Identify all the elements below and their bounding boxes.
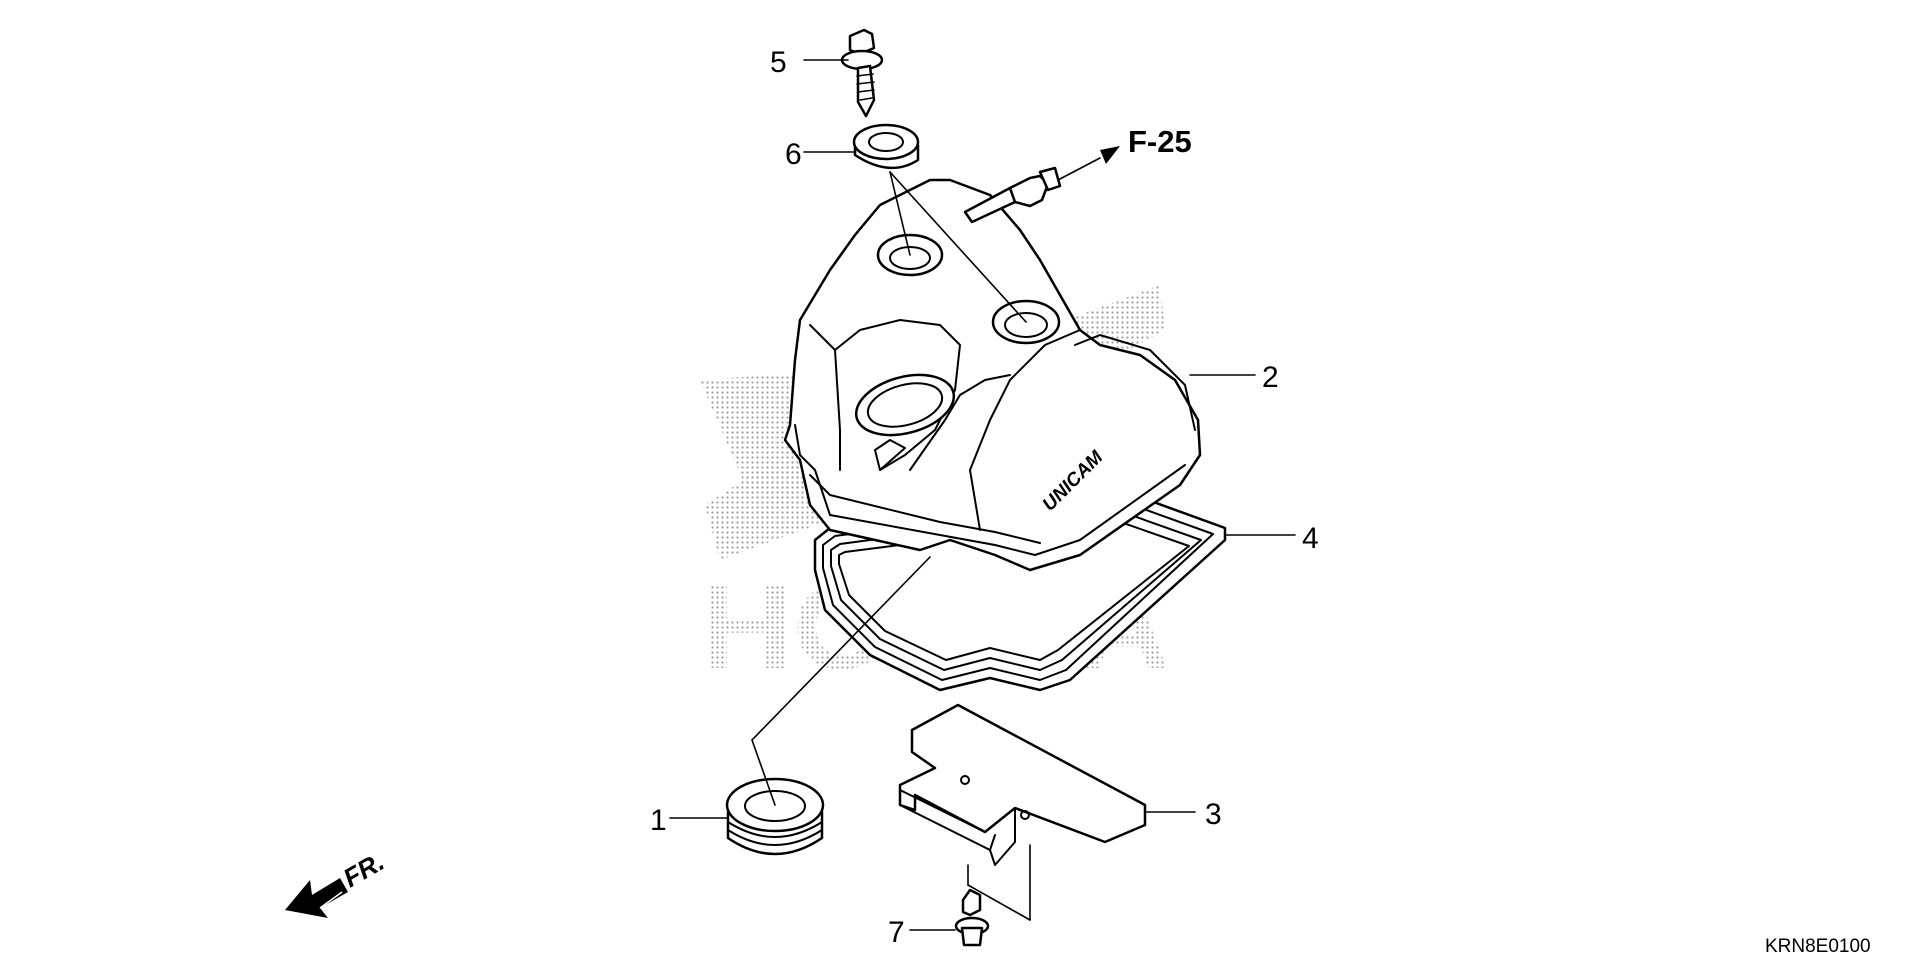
part-3-plate bbox=[898, 703, 1147, 866]
part-6-washer-seal bbox=[852, 123, 920, 170]
front-label: FR. bbox=[338, 846, 389, 893]
callout-5: 5 bbox=[770, 46, 787, 79]
callout-2: 2 bbox=[1262, 361, 1279, 394]
part-2-head-cover: UNICAM bbox=[783, 178, 1202, 572]
callout-3: 3 bbox=[1205, 798, 1222, 831]
front-direction-arrow-icon bbox=[285, 878, 348, 918]
reference-label: F-25 bbox=[1128, 124, 1192, 159]
leader-lines bbox=[669, 59, 1296, 931]
diagram-code: KRN8E0100 bbox=[1765, 936, 1871, 957]
breather-fitting bbox=[1008, 146, 1120, 208]
callout-4: 4 bbox=[1302, 522, 1319, 555]
callout-7: 7 bbox=[888, 916, 905, 949]
part-1-grommet bbox=[725, 777, 825, 856]
part-5-bolt bbox=[840, 28, 884, 118]
callout-1: 1 bbox=[650, 804, 667, 837]
callout-6: 6 bbox=[785, 138, 802, 171]
part-7-bolt bbox=[954, 888, 990, 947]
